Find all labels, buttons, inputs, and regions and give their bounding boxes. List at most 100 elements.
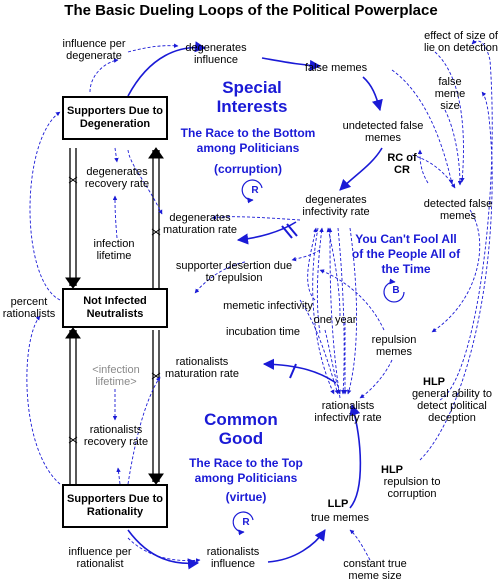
var-rationalists-influence[interactable]: rationalists influence	[206, 546, 260, 570]
stock-rationality-label: Supporters Due to Rationality	[67, 493, 163, 518]
arrow-false-to-undetected	[362, 76, 383, 112]
loop-special-interests: Special Interests	[216, 78, 288, 116]
var-undetected-false-memes[interactable]: undetected false memes	[342, 120, 424, 144]
label-rc-of-cr: RC of CR	[387, 152, 417, 176]
d-rinf-2	[337, 227, 346, 395]
var-effect-of-size-of-lie[interactable]: effect of size of lie on detection	[424, 30, 498, 54]
stock-neutralists-label: Not Infected Neutralists	[83, 295, 147, 320]
arrow-rinfect-to-maturation	[262, 358, 337, 384]
pipe-rat-maturation-head	[148, 473, 164, 485]
d-undetected-to-detected	[411, 154, 456, 189]
arrow-deg-to-influence	[127, 41, 207, 97]
valve-rat-recovery	[68, 436, 78, 444]
var-influence-per-rationalist[interactable]: influence per rationalist	[68, 546, 132, 570]
d-rinf-1	[327, 227, 341, 399]
d-oneyear-to-dinf	[326, 227, 341, 317]
d-detected-to-undetected	[417, 149, 429, 184]
d-percent-to-deg	[29, 111, 61, 301]
d-effect-to-detected	[434, 51, 465, 183]
d-repulsion-to-desertion	[319, 269, 385, 331]
loop-marker-r1-circle	[241, 179, 263, 204]
delay-mark-1	[281, 225, 293, 239]
var-incubation-time[interactable]: incubation time	[226, 326, 300, 338]
label-hlp-repulsion: HLP	[381, 464, 403, 476]
var-memetic-infectivity[interactable]: memetic infectivity	[223, 300, 313, 312]
d-incubation-to-dinf	[316, 227, 324, 334]
var-hlp-repulsion[interactable]: repulsion to corruption	[383, 476, 441, 500]
loop-marker-r1: R	[244, 180, 266, 202]
d-constant-true	[349, 529, 371, 561]
var-rationalists-maturation-rate[interactable]: rationalists maturation rate	[165, 356, 239, 380]
var-degenerates-recovery-rate[interactable]: degenerates recovery rate	[84, 166, 150, 190]
arrow-rat-to-influence	[127, 529, 200, 570]
var-rationalists-recovery-rate[interactable]: rationalists recovery rate	[83, 424, 149, 448]
loop-marker-r2-circle	[232, 511, 254, 536]
loop-marker-r2: R	[235, 512, 257, 534]
d-memetic-to-dinf	[307, 227, 318, 301]
var-degenerates-influence[interactable]: degenerates influence	[185, 42, 247, 66]
var-influence-per-degenerate[interactable]: influence per degenerate	[62, 38, 126, 62]
var-supporter-desertion[interactable]: supporter desertion due to repulsion	[175, 260, 293, 284]
loop-race-to-top: The Race to the Top among Politicians	[189, 456, 303, 485]
var-repulsion-memes[interactable]: repulsion memes	[371, 334, 417, 358]
stock-degeneration-label: Supporters Due to Degeneration	[67, 105, 163, 130]
loop-marker-r1-letter: R	[251, 185, 259, 196]
d-hlp-repulsion	[419, 91, 493, 461]
diagram-title: The Basic Dueling Loops of the Political…	[64, 2, 438, 19]
stock-degeneration[interactable]: Supporters Due to Degeneration	[62, 96, 168, 140]
pipe-rat-recovery-head	[65, 327, 81, 339]
d-rat-to-percent	[26, 315, 61, 485]
loop-race-to-bottom: The Race to the Bottom among Politicians	[180, 126, 316, 155]
loop-common-good: Common Good	[204, 410, 278, 448]
var-false-memes[interactable]: false memes	[304, 62, 368, 74]
d-rat-to-rrecovery	[116, 467, 121, 485]
loop-marker-b-letter: B	[392, 285, 400, 296]
var-infection-lifetime-shadow[interactable]: <infection lifetime>	[92, 364, 140, 388]
pipe-deg-maturation-head	[148, 147, 164, 159]
var-percent-rationalists[interactable]: percent rationalists	[2, 296, 56, 320]
var-false-meme-size[interactable]: false meme size	[434, 76, 466, 112]
d-desertion-to-neutral	[194, 261, 246, 294]
var-degenerates-maturation-rate[interactable]: degenerates maturation rate	[163, 212, 237, 236]
d-deg-to-maturation	[127, 149, 163, 215]
d-deg-self	[89, 58, 119, 93]
valve-deg-recovery	[68, 176, 78, 184]
var-constant-true-meme-size[interactable]: constant true meme size	[343, 558, 407, 582]
var-rationalists-infectivity-rate[interactable]: rationalists infectivity rate	[314, 400, 382, 424]
stock-rationality[interactable]: Supporters Due to Rationality	[62, 484, 168, 528]
d-inf-to-maturation	[211, 215, 301, 221]
var-true-memes[interactable]: true memes	[310, 512, 370, 524]
d-rat-to-rmaturation	[127, 376, 161, 485]
arrow-true-to-rinfect	[349, 403, 362, 509]
d-incubation-to-rinf	[324, 329, 341, 395]
d-inf-to-desertion	[291, 249, 321, 262]
loop-virtue: (virtue)	[225, 490, 267, 504]
arrow-rinfluence-to-true	[267, 529, 326, 563]
d-influence-per-degenerate	[127, 43, 179, 53]
var-detected-false-memes[interactable]: detected false memes	[423, 198, 493, 222]
d-rinf-3	[312, 227, 335, 395]
var-one-year[interactable]: one year	[313, 314, 357, 326]
var-hlp-detect[interactable]: general ability to detect political dece…	[411, 388, 493, 424]
d-size-to-detected	[444, 109, 463, 186]
d-hlp-detect	[439, 39, 493, 401]
var-infection-lifetime[interactable]: infection lifetime	[93, 238, 135, 262]
d-influence-per-rationalist	[127, 537, 201, 563]
stock-neutralists[interactable]: Not Infected Neutralists	[62, 288, 168, 328]
d-lifetime-to-recovery	[112, 195, 118, 239]
loop-cant-fool: You Can't Fool All of the People All of …	[351, 232, 461, 276]
valve-deg-maturation	[151, 228, 161, 236]
arrow-undetected-to-infectivity	[339, 147, 383, 191]
loop-marker-b: B	[385, 280, 407, 302]
d-detected-to-repulsion	[431, 209, 481, 333]
d-repulsion-to-rinf	[359, 359, 393, 399]
arrow-influence-to-false-memes	[261, 57, 322, 72]
label-llp: LLP	[327, 498, 349, 510]
label-hlp-detect: HLP	[423, 376, 445, 388]
pipe-deg-recovery-head	[65, 277, 81, 289]
loop-marker-b-circle	[383, 278, 405, 303]
arrow-infectivity-to-maturation	[236, 221, 297, 245]
var-degenerates-infectivity-rate[interactable]: degenerates infectivity rate	[302, 194, 370, 218]
